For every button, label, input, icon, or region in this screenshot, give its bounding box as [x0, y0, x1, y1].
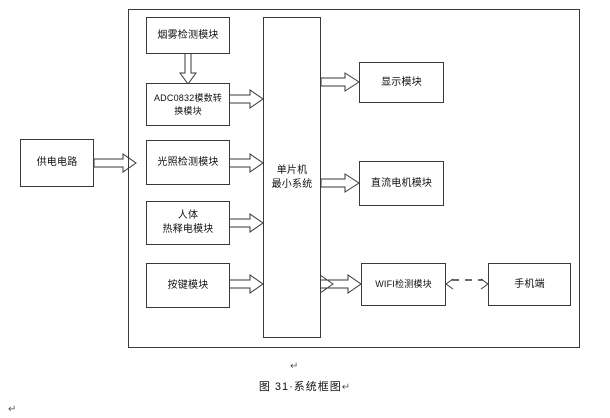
node-light-sensor-label: 光照检测模块 — [157, 156, 219, 168]
node-keypad: 按键模块 — [146, 263, 230, 308]
arrow-mcu-to-wifi — [319, 274, 362, 294]
node-wifi-label: WIFI检测模块 — [375, 279, 432, 289]
node-dc-motor-label: 直流电机模块 — [370, 177, 433, 189]
node-power-supply-label: 供电电路 — [36, 157, 78, 168]
arrow-power-to-system — [93, 153, 137, 173]
arrow-light-to-mcu — [227, 153, 264, 173]
node-keypad-label: 按键模块 — [167, 279, 209, 291]
node-smoke-sensor-label: 烟雾检测模块 — [157, 29, 219, 41]
figure-caption: 图 31·系统框图↵ — [0, 378, 610, 394]
node-wifi: WIFI检测模块 — [361, 263, 446, 306]
node-power-supply: 供电电路 — [20, 139, 94, 187]
arrow-smoke-to-adc — [179, 52, 197, 85]
node-phone: 手机端 — [488, 263, 571, 306]
node-display-label: 显示模块 — [381, 76, 422, 88]
arrow-pyro-to-mcu — [227, 213, 264, 233]
return-mark-caption: ↵ — [341, 382, 352, 393]
arrow-adc-to-mcu — [227, 89, 264, 109]
node-light-sensor: 光照检测模块 — [146, 140, 230, 185]
node-phone-label: 手机端 — [514, 278, 545, 290]
system-boundary-frame — [128, 9, 580, 348]
node-adc: ADC0832模数转 换模块 — [146, 83, 230, 126]
node-display: 显示模块 — [359, 62, 444, 103]
arrow-keypad-to-mcu — [227, 274, 264, 294]
node-smoke-sensor: 烟雾检测模块 — [146, 17, 230, 54]
node-mcu: 单片机 最小系统 — [263, 17, 321, 338]
link-wifi-to-phone-left-arrowhead — [445, 278, 454, 290]
figure-caption-text: 图 31·系统框图 — [258, 381, 342, 393]
arrow-mcu-to-motor — [320, 173, 360, 193]
node-adc-label: ADC0832模数转 换模块 — [153, 92, 223, 116]
return-mark-upper: ↵ — [290, 361, 299, 372]
node-dc-motor: 直流电机模块 — [359, 161, 444, 206]
node-mcu-label: 单片机 最小系统 — [271, 164, 313, 190]
arrow-mcu-to-display — [320, 72, 360, 92]
node-pyroelectric-label: 人体 热释电模块 — [162, 210, 214, 235]
return-mark-trailing: ↵ — [8, 404, 17, 415]
node-pyroelectric: 人体 热释电模块 — [146, 201, 230, 245]
